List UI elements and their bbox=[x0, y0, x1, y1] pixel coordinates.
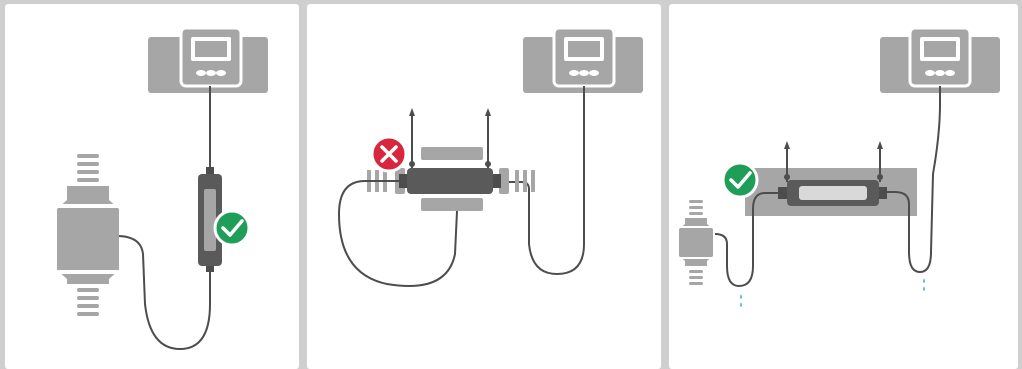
water-meter bbox=[679, 200, 713, 285]
cable bbox=[883, 86, 941, 274]
cable bbox=[337, 180, 458, 287]
cable bbox=[497, 86, 585, 276]
controller-unit bbox=[880, 26, 1000, 93]
panel-3-illustration bbox=[679, 26, 1000, 307]
check-icon bbox=[213, 209, 251, 247]
cross-icon bbox=[370, 135, 408, 173]
flow-sensor bbox=[778, 180, 887, 206]
controller-unit bbox=[148, 26, 268, 93]
sensor-probes bbox=[784, 141, 883, 182]
check-icon bbox=[721, 161, 759, 199]
flow-sensor bbox=[399, 168, 501, 194]
sensor-probes bbox=[409, 108, 491, 169]
water-meter bbox=[57, 154, 119, 316]
cable bbox=[714, 192, 778, 288]
flow-sensor bbox=[198, 167, 222, 272]
panel-3-correct-mounting bbox=[669, 4, 1018, 369]
water-drops-icon bbox=[740, 278, 925, 307]
panel-1-correct-mounting bbox=[5, 4, 299, 369]
panel-2-illustration bbox=[337, 26, 643, 287]
controller-unit bbox=[523, 26, 643, 93]
cable bbox=[116, 235, 211, 351]
panel-2-incorrect-mounting bbox=[307, 4, 661, 369]
panel-1-illustration bbox=[57, 26, 268, 351]
